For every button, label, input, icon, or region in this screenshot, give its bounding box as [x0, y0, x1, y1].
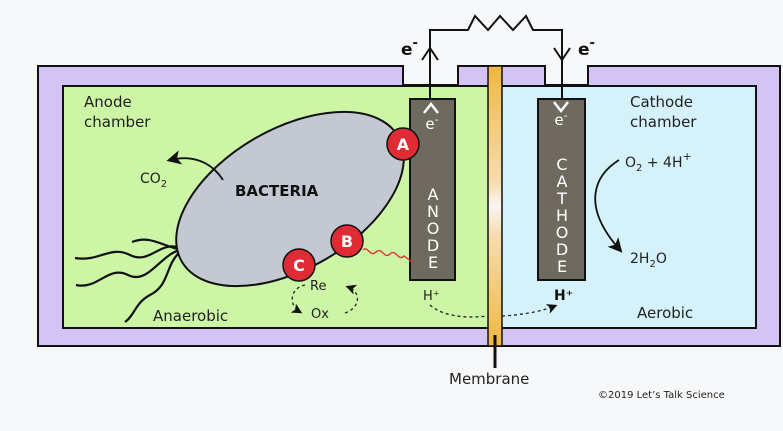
cathode-product-label: 2H2O [630, 251, 667, 270]
electron-flow-up-arrow-icon [421, 46, 439, 61]
cathode-electrode [537, 98, 586, 281]
co2-label: CO2 [140, 171, 167, 190]
svg-text:D: D [427, 236, 439, 255]
redox-cycle-arrow [290, 284, 306, 314]
anode-proton-label: H⁺ [423, 289, 440, 304]
cathode-reactant-label: O2 + 4H+ [625, 150, 692, 174]
anode-chamber-label-line2: chamber [84, 113, 151, 131]
nanowire [362, 248, 413, 263]
svg-text:A: A [428, 185, 439, 204]
svg-text:E: E [557, 257, 567, 276]
anode-chamber-label-line1: Anode [84, 93, 132, 111]
svg-text:C: C [556, 155, 567, 174]
anaerobic-label: Anaerobic [153, 307, 228, 325]
cathode-electron-label: e- [554, 109, 567, 129]
electron-label-right: e- [578, 36, 595, 60]
svg-text:O: O [556, 223, 569, 242]
co2-release-arrow [166, 150, 224, 181]
proton-transfer-arrow [429, 305, 555, 318]
svg-text:A: A [557, 172, 568, 191]
svg-text:E: E [428, 253, 438, 272]
electron-label-left: e- [401, 36, 418, 60]
cathode-proton-label: H⁺ [554, 288, 573, 304]
bacteria-label: BACTERIA [235, 182, 319, 200]
marker-b: B [330, 224, 364, 258]
svg-text:A: A [397, 135, 410, 154]
svg-text:C: C [293, 256, 305, 275]
cathode-chamber-label-line2: chamber [630, 113, 697, 131]
external-circuit-wire [429, 14, 563, 98]
redox-ox-label: Ox [311, 307, 329, 322]
cathode-reaction-arrow [594, 159, 623, 253]
anode-electron-label: e- [425, 113, 438, 133]
cathode-chamber-label-line1: Cathode [630, 93, 693, 111]
marker-c: C [282, 248, 316, 282]
aerobic-label: Aerobic [637, 304, 693, 322]
svg-text:B: B [341, 232, 353, 251]
marker-a: A [386, 127, 420, 161]
membrane [487, 65, 503, 347]
anode-electrode [409, 98, 456, 281]
svg-text:O: O [427, 219, 440, 238]
svg-text:D: D [556, 240, 568, 259]
frame-gap-right [546, 60, 587, 84]
cathode-label: C A T H O D E [556, 155, 569, 276]
svg-text:H: H [556, 206, 568, 225]
anode-label: A N O D E [427, 185, 440, 272]
membrane-label: Membrane [449, 370, 529, 388]
redox-re-label: Re [310, 279, 326, 294]
electron-flow-down-arrow-icon [553, 47, 571, 62]
svg-text:N: N [427, 202, 439, 221]
svg-text:T: T [556, 189, 567, 208]
copyright-notice: ©2019 Let’s Talk Science [598, 390, 725, 401]
